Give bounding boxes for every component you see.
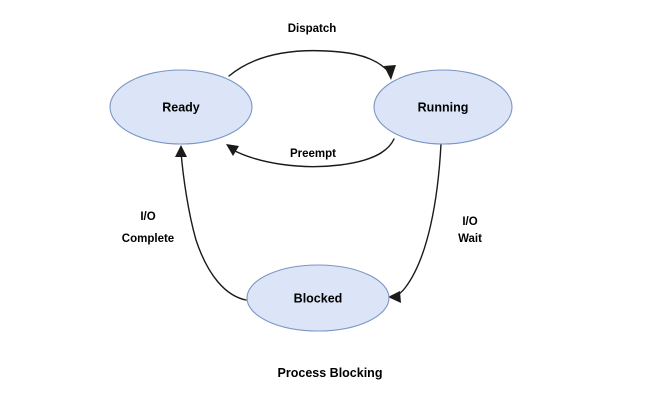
edge-label-io-wait: I/O Wait	[458, 216, 482, 245]
edge-label-io-wait-line1: I/O	[462, 216, 477, 228]
edge-label-dispatch: Dispatch	[288, 23, 337, 35]
edge-io-complete	[175, 145, 247, 301]
edge-label-preempt: Preempt	[290, 148, 336, 160]
edge-io-wait	[388, 143, 442, 303]
edge-dispatch	[228, 49, 396, 80]
node-blocked[interactable]: Blocked	[246, 264, 390, 332]
edge-preempt-path	[232, 138, 395, 168]
node-ready[interactable]: Ready	[109, 69, 253, 145]
node-running-label: Running	[418, 100, 469, 114]
node-ready-shape[interactable]	[109, 69, 253, 145]
edge-io-complete-arrowhead	[175, 145, 187, 157]
edge-io-wait-path	[393, 143, 442, 298]
edge-io-complete-path	[180, 151, 247, 301]
edge-dispatch-path	[228, 49, 390, 77]
node-blocked-shape[interactable]	[246, 264, 390, 332]
node-ready-label: Ready	[162, 100, 200, 114]
edge-label-io-complete-line2: Complete	[122, 233, 174, 245]
node-blocked-label: Blocked	[294, 291, 343, 305]
edge-label-io-wait-line2: Wait	[458, 233, 482, 245]
diagram-caption: Process Blocking	[278, 366, 383, 380]
edge-preempt-arrowhead	[226, 144, 239, 156]
node-running[interactable]: Running	[373, 69, 513, 145]
edge-io-wait-arrowhead	[388, 291, 401, 303]
edge-preempt	[226, 138, 395, 168]
edge-dispatch-arrowhead	[384, 65, 396, 80]
node-running-shape[interactable]	[373, 69, 513, 145]
edge-label-io-complete-line1: I/O	[140, 211, 155, 223]
edge-label-io-complete: I/O Complete	[122, 211, 174, 245]
